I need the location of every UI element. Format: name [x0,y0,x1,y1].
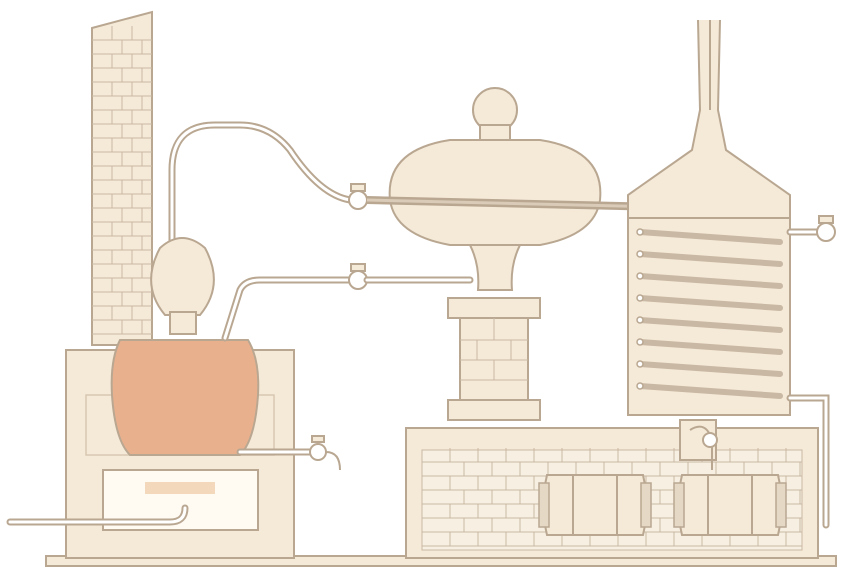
valve-icon[interactable] [349,264,367,289]
wine-preheater [390,88,601,420]
barrel-icon [539,474,651,536]
still-helmet [151,238,214,315]
chimney [92,12,152,345]
valve-icon[interactable] [349,184,367,209]
fire-glow [145,482,215,494]
condenser [628,20,790,415]
barrel-icon [674,474,786,536]
condenser-valve-icon[interactable] [790,216,835,241]
pot-body [112,340,259,455]
preheater-vessel [390,140,601,245]
return-pipe [225,280,360,338]
